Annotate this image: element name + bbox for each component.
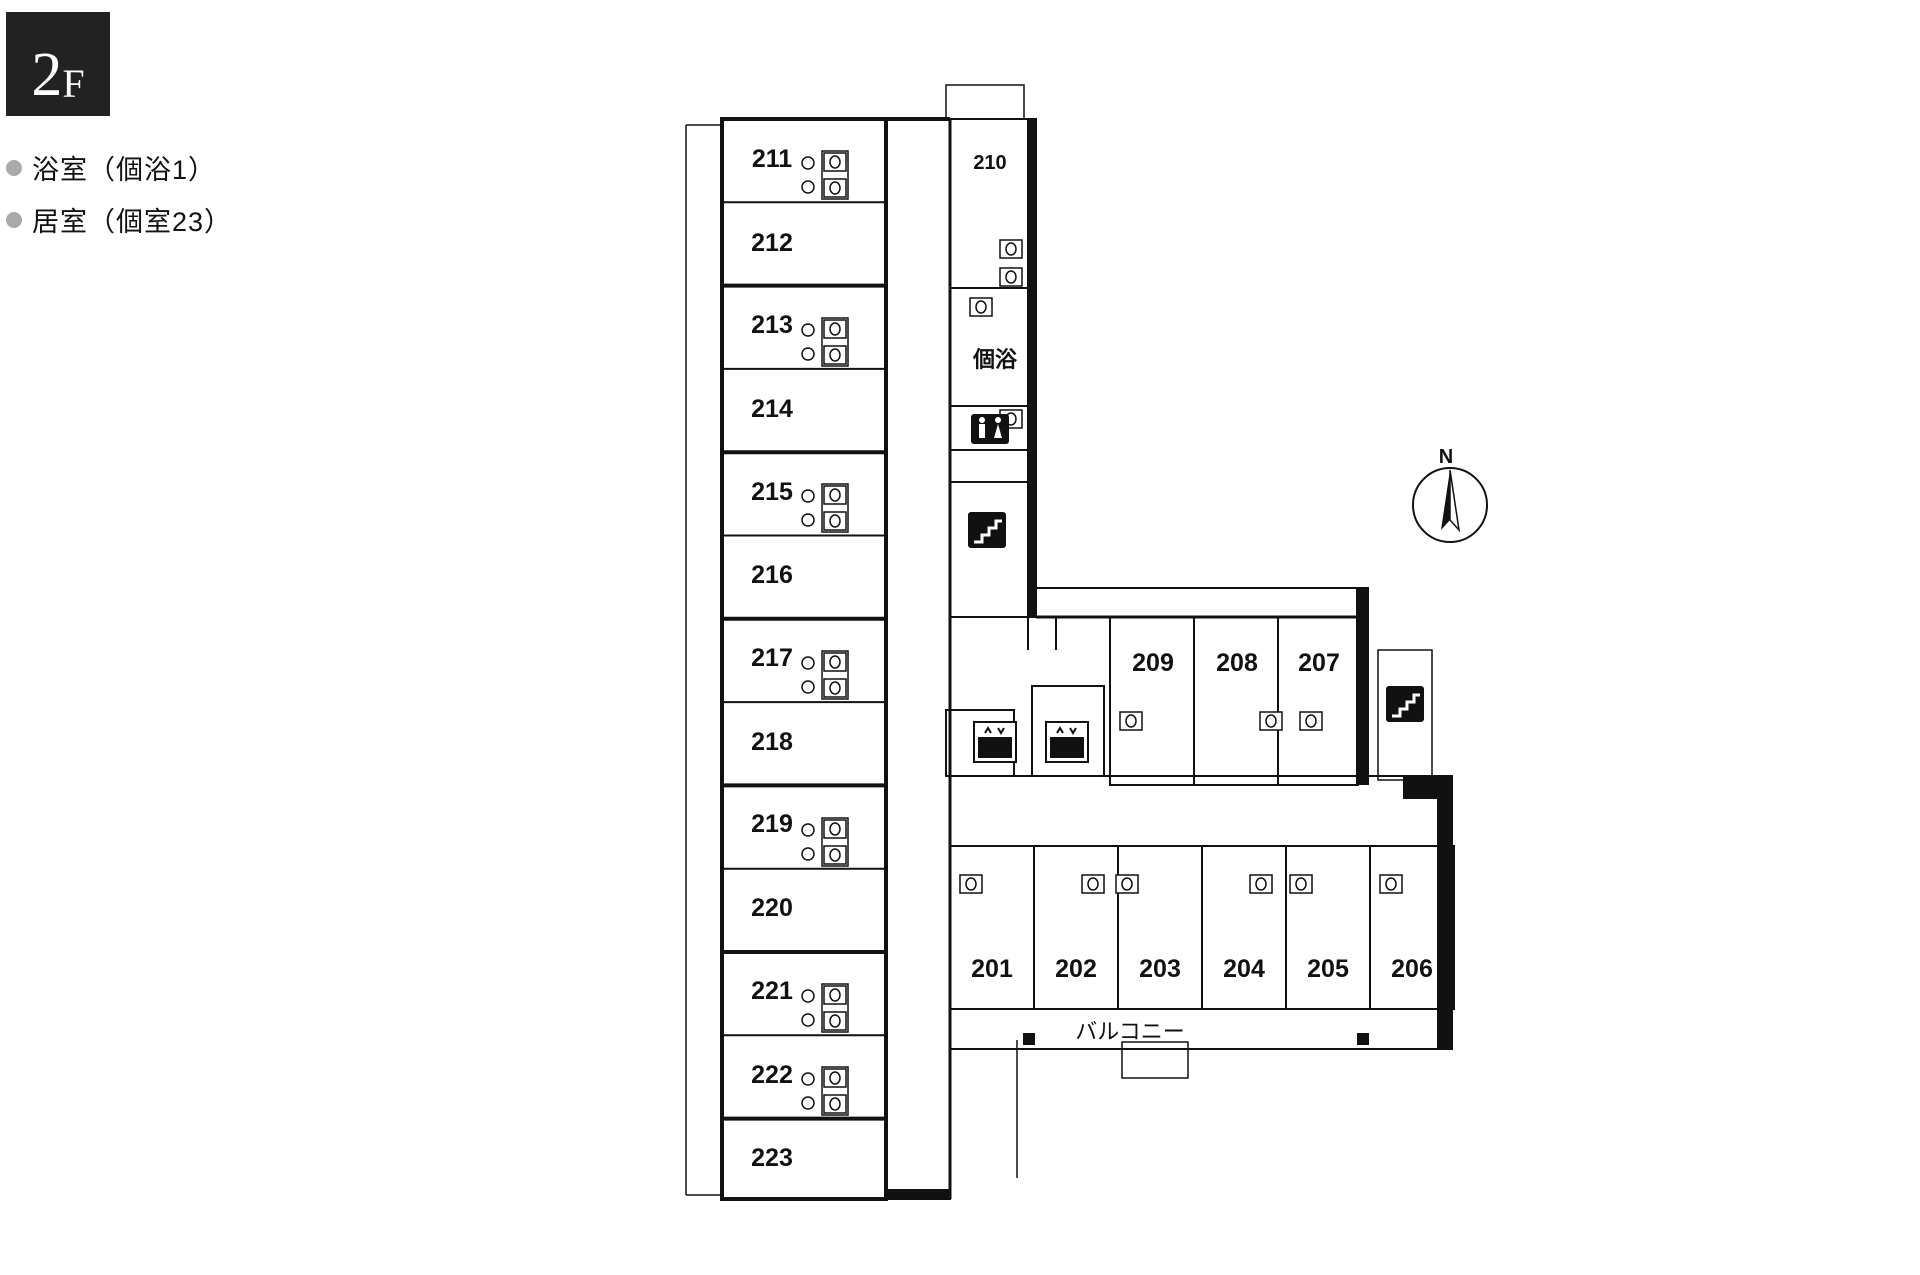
toilet-icon bbox=[823, 678, 847, 698]
toilet-icon bbox=[823, 652, 847, 672]
toilet-icon bbox=[823, 1094, 847, 1114]
toilet-icon bbox=[823, 511, 847, 531]
toilet-icon bbox=[969, 297, 993, 317]
room-219: 219 bbox=[751, 810, 793, 838]
room-208: 208 bbox=[1216, 649, 1258, 677]
room-216: 216 bbox=[751, 561, 793, 589]
toilet-icon bbox=[823, 819, 847, 839]
elevator-icon bbox=[1045, 721, 1089, 763]
room-214: 214 bbox=[751, 395, 793, 423]
toilet-icon bbox=[823, 845, 847, 865]
legend-label: 浴室（個浴1） bbox=[32, 155, 217, 185]
room-203: 203 bbox=[1139, 955, 1181, 983]
toilet-icon bbox=[1299, 711, 1323, 731]
bath-label: 個浴 bbox=[972, 347, 1018, 372]
stairs-icon bbox=[1386, 686, 1424, 722]
room-205: 205 bbox=[1307, 955, 1349, 983]
toilet-icon bbox=[823, 319, 847, 339]
toilet-icon bbox=[823, 1011, 847, 1031]
room-222: 222 bbox=[751, 1061, 793, 1089]
toilet-icon bbox=[1249, 874, 1273, 894]
room-206: 206 bbox=[1391, 955, 1433, 983]
bullet-icon bbox=[6, 159, 22, 176]
room-223: 223 bbox=[751, 1144, 793, 1172]
legend-item-bath: 浴室（個浴1） bbox=[6, 148, 216, 187]
toilet-icon bbox=[959, 874, 983, 894]
room-221: 221 bbox=[751, 977, 793, 1005]
room-207: 207 bbox=[1298, 649, 1340, 677]
room-210: 210 bbox=[973, 152, 1006, 174]
legend-label: 居室（個室23） bbox=[32, 207, 233, 237]
room-204: 204 bbox=[1223, 955, 1265, 983]
room-213: 213 bbox=[751, 311, 793, 339]
room-217: 217 bbox=[751, 644, 793, 672]
toilet-icon bbox=[1289, 874, 1313, 894]
room-201: 201 bbox=[971, 955, 1013, 983]
north-label: N bbox=[1439, 446, 1453, 468]
room-220: 220 bbox=[751, 894, 793, 922]
floor-number: 2 bbox=[31, 41, 63, 109]
toilet-icon bbox=[1259, 711, 1283, 731]
toilet-icon bbox=[1115, 874, 1139, 894]
toilet-icon bbox=[999, 239, 1023, 259]
legend-item-rooms: 居室（個室23） bbox=[6, 200, 232, 239]
toilet-icon bbox=[1119, 711, 1143, 731]
toilet-icon bbox=[823, 485, 847, 505]
toilet-icon bbox=[823, 345, 847, 365]
compass-icon: N bbox=[1412, 446, 1488, 543]
room-209: 209 bbox=[1132, 649, 1174, 677]
balcony-label: バルコニー bbox=[1075, 1019, 1185, 1044]
toilet-icon bbox=[823, 1068, 847, 1088]
restroom-icon bbox=[971, 414, 1009, 444]
toilet-icon bbox=[823, 152, 847, 172]
room-212: 212 bbox=[751, 229, 793, 257]
stairs-icon bbox=[968, 512, 1006, 548]
toilet-icon bbox=[823, 985, 847, 1005]
toilet-icon bbox=[823, 178, 847, 198]
toilet-icon bbox=[1081, 874, 1105, 894]
room-202: 202 bbox=[1055, 955, 1097, 983]
floor-suffix: F bbox=[62, 61, 85, 106]
room-211: 211 bbox=[752, 145, 792, 173]
bullet-icon bbox=[6, 211, 22, 228]
toilet-icon bbox=[999, 267, 1023, 287]
elevator-icon bbox=[973, 721, 1017, 763]
toilet-icon bbox=[1379, 874, 1403, 894]
room-215: 215 bbox=[751, 478, 793, 506]
room-218: 218 bbox=[751, 728, 793, 756]
